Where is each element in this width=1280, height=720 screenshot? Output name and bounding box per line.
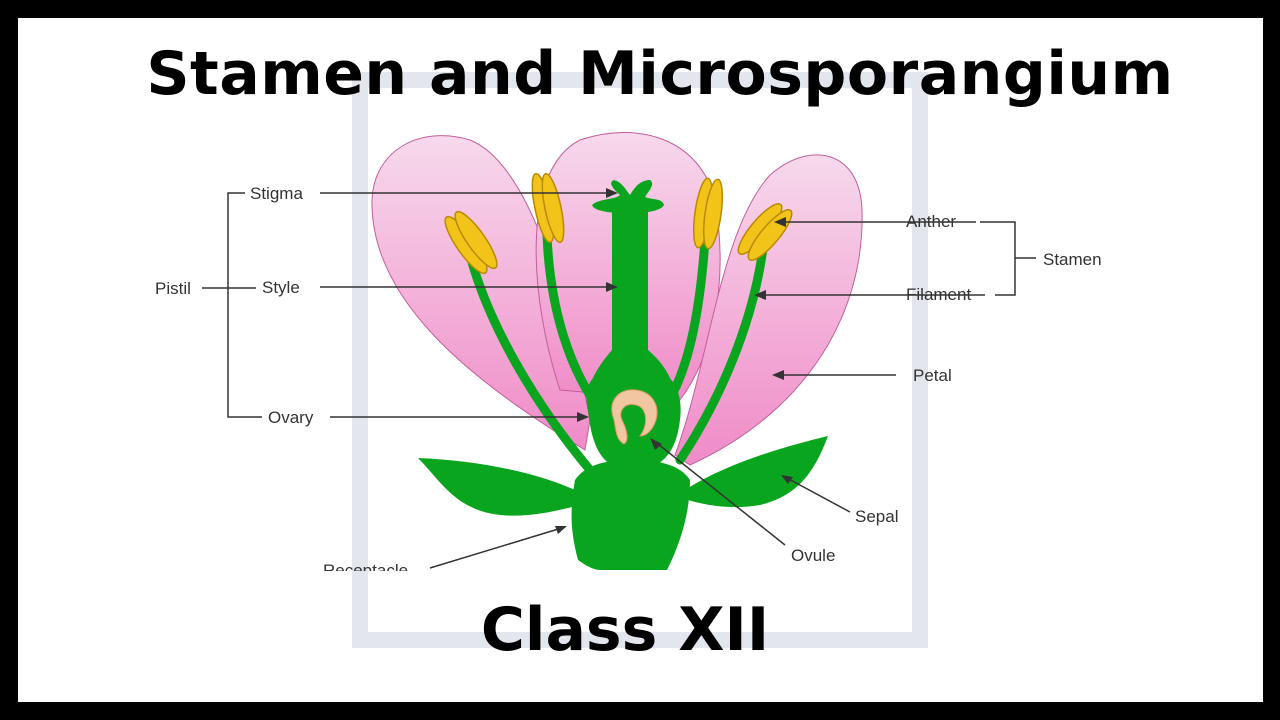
label-pistil: Pistil [155, 279, 191, 298]
label-anther: Anther [906, 212, 956, 231]
label-sepal: Sepal [855, 507, 898, 526]
page-title: Stamen and Microsporangium [146, 39, 1174, 109]
stigma-shape [592, 180, 664, 215]
label-petal: Petal [913, 366, 952, 385]
style-shape [587, 210, 677, 410]
arrow-heads [555, 188, 793, 534]
label-style: Style [262, 278, 300, 297]
anthers [444, 172, 793, 275]
diagram-crop [300, 571, 900, 601]
leader-lines [202, 192, 1036, 569]
page-subtitle: Class XII [480, 595, 770, 665]
label-ovary: Ovary [268, 408, 314, 427]
label-stigma: Stigma [250, 184, 303, 203]
sepal-right [688, 436, 828, 508]
ovule-shape [611, 389, 658, 445]
label-ovule: Ovule [791, 546, 835, 565]
label-filament: Filament [906, 285, 971, 304]
label-stamen: Stamen [1043, 250, 1102, 269]
sepal-left [418, 458, 580, 516]
ovary-shape [586, 365, 681, 470]
watermark-frame [352, 72, 928, 648]
receptacle-shape [571, 460, 690, 570]
